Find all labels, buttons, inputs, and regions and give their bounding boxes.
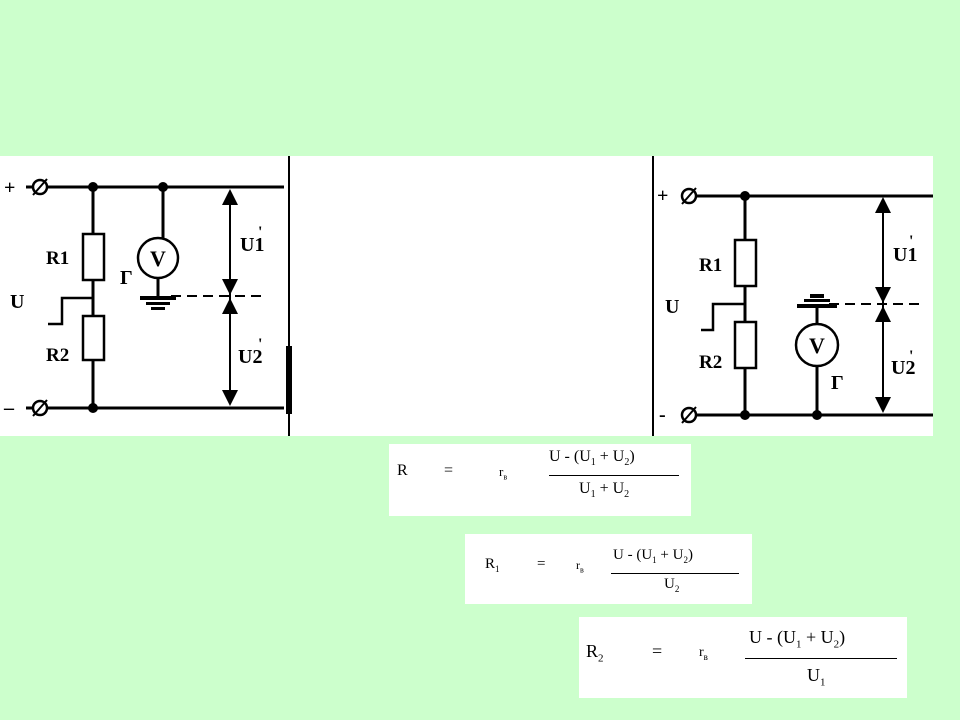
r1-label: R1 xyxy=(699,255,722,276)
u1-arrow-up xyxy=(222,189,238,205)
u1-arrow-down xyxy=(222,279,238,295)
r2-resistor xyxy=(81,314,106,362)
plus-terminal-slash xyxy=(681,187,697,205)
formula-coefficient: rв xyxy=(576,558,584,575)
r2-label: R2 xyxy=(46,345,69,366)
junction-dot xyxy=(88,403,98,413)
r1-resistor xyxy=(733,238,758,288)
u2-arrow-up xyxy=(875,306,891,322)
plus-terminal-slash xyxy=(32,178,48,196)
u2-arrow-down xyxy=(875,397,891,413)
u2-arrow-down xyxy=(222,390,238,406)
formula-denominator: U2 xyxy=(664,576,680,594)
formula-lhs: R2 xyxy=(586,641,604,665)
formula-lhs: R xyxy=(397,462,408,479)
minus-label: – xyxy=(3,397,15,419)
ground-bar-3 xyxy=(151,307,165,310)
formula-equals: = xyxy=(537,556,546,572)
junction-dot xyxy=(88,182,98,192)
ground-bar-1 xyxy=(797,304,837,308)
formula-numerator: U - (U1 + U2) xyxy=(613,547,693,565)
formula-denominator: U1 xyxy=(807,665,826,689)
formula-numerator: U - (U1 + U2) xyxy=(749,627,846,651)
formula-equals: = xyxy=(444,462,454,479)
u1-label: U1 xyxy=(893,244,917,266)
panel-border-thick xyxy=(286,346,292,414)
right-circuit-panel: + - R1 U R2 V Г U1 ' U2 ' xyxy=(651,156,933,436)
plus-label: + xyxy=(4,177,15,199)
voltmeter-label: V xyxy=(150,246,166,271)
formula-lhs: R1 xyxy=(485,556,500,574)
junction-dot xyxy=(740,410,750,420)
left-circuit-panel: + – R1 U R2 V Г U1 ' U2 ' xyxy=(0,156,292,436)
u2-prime: ' xyxy=(258,336,262,353)
left-circuit-diagram: + – R1 U R2 V Г U1 ' U2 ' xyxy=(3,156,292,436)
gamma-label: Г xyxy=(831,372,844,394)
u2-arrow-up xyxy=(222,298,238,314)
minus-terminal-slash xyxy=(681,406,697,424)
ground-bar-2 xyxy=(804,299,830,302)
r2-resistor xyxy=(733,320,758,370)
formula-coefficient: rв xyxy=(499,464,508,482)
formula-coefficient: rв xyxy=(699,645,708,662)
minus-label: - xyxy=(659,404,666,426)
u-label: U xyxy=(10,291,24,313)
u-label: U xyxy=(665,296,679,318)
gamma-label: Г xyxy=(120,267,133,289)
formula-r: R = rв U - (U1 + U2) U1 + U2 xyxy=(389,444,691,516)
u1-prime: ' xyxy=(258,224,262,241)
fraction-bar xyxy=(611,573,739,574)
formula-equals: = xyxy=(652,641,663,661)
formula-r1: R1 = rв U - (U1 + U2) U2 xyxy=(465,534,752,604)
u2-label: U2 xyxy=(238,346,262,368)
r1-label: R1 xyxy=(46,248,69,269)
minus-terminal-slash xyxy=(32,399,48,417)
fraction-bar xyxy=(549,475,679,476)
junction-dot xyxy=(812,410,822,420)
ground-bar-1 xyxy=(140,296,176,300)
divider-tap xyxy=(701,302,745,332)
junction-dot xyxy=(740,191,750,201)
voltmeter-label: V xyxy=(809,333,825,358)
ground-bar-3 xyxy=(810,294,824,298)
r2-label: R2 xyxy=(699,352,722,373)
divider-tap xyxy=(48,296,93,326)
ground-bar-2 xyxy=(146,302,170,305)
blank-panel xyxy=(292,156,652,436)
u1-arrow-up xyxy=(875,197,891,213)
r1-resistor xyxy=(81,232,106,282)
formula-r2: R2 = rв U - (U1 + U2) U1 xyxy=(579,617,907,698)
u2-prime: ' xyxy=(909,348,913,365)
formula-denominator: U1 + U2 xyxy=(579,480,630,501)
plus-label: + xyxy=(657,185,668,207)
right-circuit-diagram: + - R1 U R2 V Г U1 ' U2 ' xyxy=(652,156,933,436)
u1-label: U1 xyxy=(240,234,264,256)
u2-label: U2 xyxy=(891,357,915,379)
formula-numerator: U - (U1 + U2) xyxy=(549,448,635,469)
u1-arrow-down xyxy=(875,287,891,303)
fraction-bar xyxy=(745,658,897,659)
u1-prime: ' xyxy=(909,233,913,250)
junction-dot xyxy=(158,182,168,192)
